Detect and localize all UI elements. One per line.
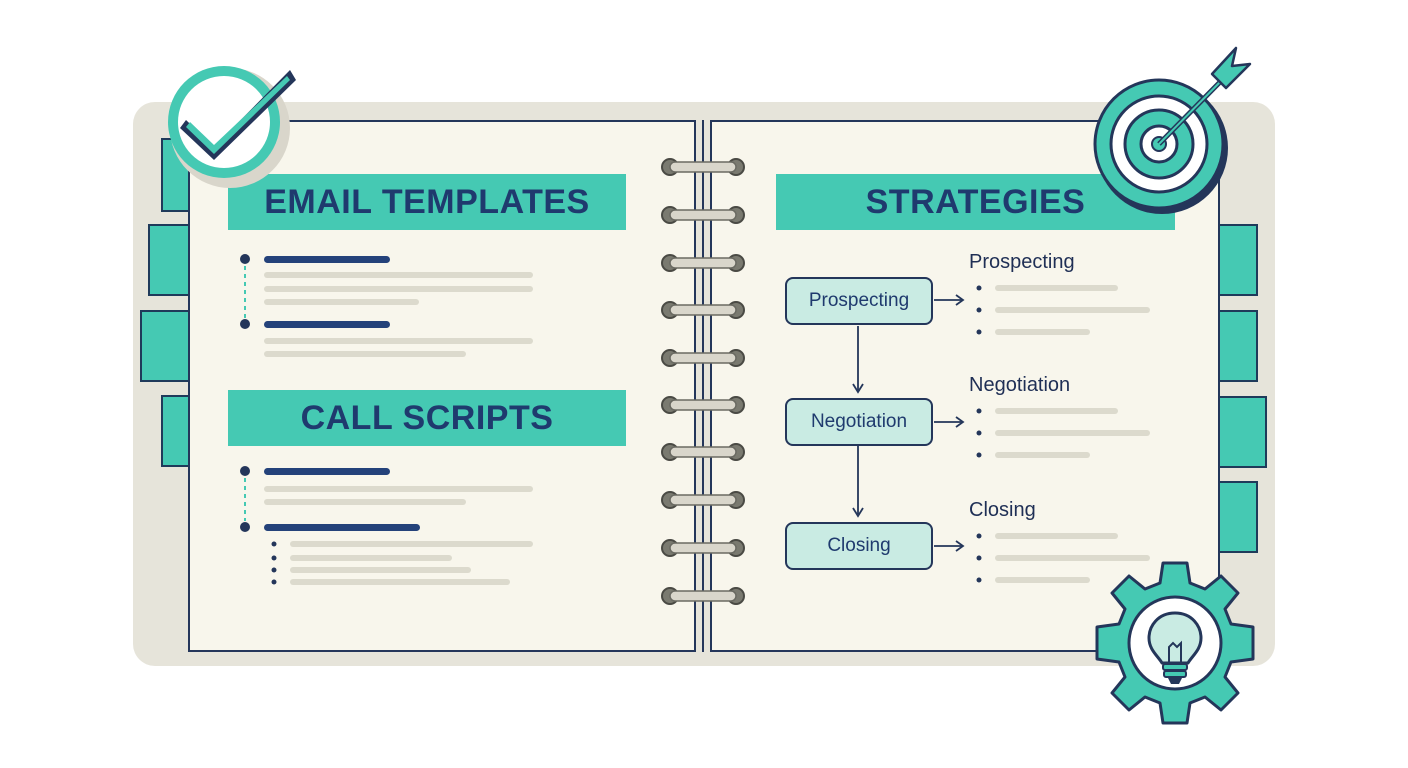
call-scripts-content <box>240 466 533 585</box>
arrow-head <box>955 416 965 428</box>
left-tab <box>140 310 191 382</box>
sub-bullet <box>976 577 982 583</box>
placeholder-line <box>264 272 533 278</box>
placeholder-heading-line <box>264 524 420 531</box>
sub-bullet <box>976 329 982 335</box>
placeholder-line <box>290 567 471 573</box>
binding-ring <box>661 206 745 224</box>
bullet-dot <box>240 466 250 476</box>
section-header-call-scripts: CALL SCRIPTS <box>228 390 626 446</box>
placeholder-line <box>264 338 533 344</box>
placeholder-line <box>995 408 1118 414</box>
spiral-binding-icon <box>661 120 745 652</box>
sub-bullet <box>976 430 982 436</box>
placeholder-line <box>264 499 466 505</box>
binding-ring <box>661 158 745 176</box>
sub-bullet <box>976 408 982 414</box>
placeholder-heading-line <box>264 256 390 263</box>
sub-bullet <box>976 555 982 561</box>
flow-node-closing: Closing <box>785 522 933 570</box>
placeholder-line <box>290 555 452 561</box>
bullet-dot <box>240 254 250 264</box>
placeholder-heading-line <box>264 321 390 328</box>
flow-arrows <box>852 294 965 552</box>
placeholder-line <box>995 307 1150 313</box>
strategy-label-negotiation: Negotiation <box>969 374 1071 396</box>
placeholder-line <box>290 541 533 547</box>
binding-ring <box>661 396 745 414</box>
binding-ring <box>661 539 745 557</box>
sub-bullet <box>271 555 277 561</box>
binding-ring <box>661 587 745 605</box>
strategy-label-prospecting: Prospecting <box>969 251 1075 273</box>
placeholder-line <box>995 555 1150 561</box>
placeholder-line <box>264 486 533 492</box>
lightbulb-icon <box>1147 611 1203 684</box>
binding-ring <box>661 301 745 319</box>
arrow-head <box>852 383 864 394</box>
arrow-head <box>955 540 965 552</box>
arrow-icon <box>1157 46 1252 146</box>
placeholder-line <box>290 579 510 585</box>
binding-ring <box>661 254 745 272</box>
binding-ring <box>661 349 745 367</box>
right-tab <box>1217 396 1267 468</box>
bullet-dot <box>240 319 250 329</box>
placeholder-line <box>995 452 1090 458</box>
placeholder-line <box>995 577 1090 583</box>
sub-bullet <box>976 452 982 458</box>
placeholder-line <box>995 285 1118 291</box>
sub-bullet <box>976 285 982 291</box>
placeholder-line <box>264 286 533 292</box>
section-header-email-templates: EMAIL TEMPLATES <box>228 174 626 230</box>
binding-ring <box>661 443 745 461</box>
placeholder-line <box>995 329 1090 335</box>
placeholder-line <box>264 299 419 305</box>
sub-bullet <box>271 541 277 547</box>
placeholder-heading-line <box>264 468 390 475</box>
arrow-head <box>955 294 965 306</box>
left-tab <box>148 224 191 296</box>
sub-bullet <box>271 567 277 573</box>
flow-node-negotiation: Negotiation <box>785 398 933 446</box>
placeholder-line <box>995 430 1150 436</box>
binding-rings <box>661 158 745 605</box>
flow-node-prospecting: Prospecting <box>785 277 933 325</box>
binding-ring <box>661 491 745 509</box>
sub-bullet <box>976 307 982 313</box>
strategy-label-closing: Closing <box>969 499 1036 521</box>
sub-bullet <box>271 579 277 585</box>
checkmark-icon <box>168 66 296 188</box>
arrow-head <box>852 507 864 518</box>
placeholder-line <box>264 351 466 357</box>
gear-icon <box>1095 561 1255 725</box>
target-icon <box>1093 46 1252 214</box>
bullet-dot <box>240 522 250 532</box>
strategy-detail-lines <box>976 285 1150 583</box>
placeholder-line <box>995 533 1118 539</box>
sub-bullet <box>976 533 982 539</box>
email-templates-content <box>240 254 533 357</box>
